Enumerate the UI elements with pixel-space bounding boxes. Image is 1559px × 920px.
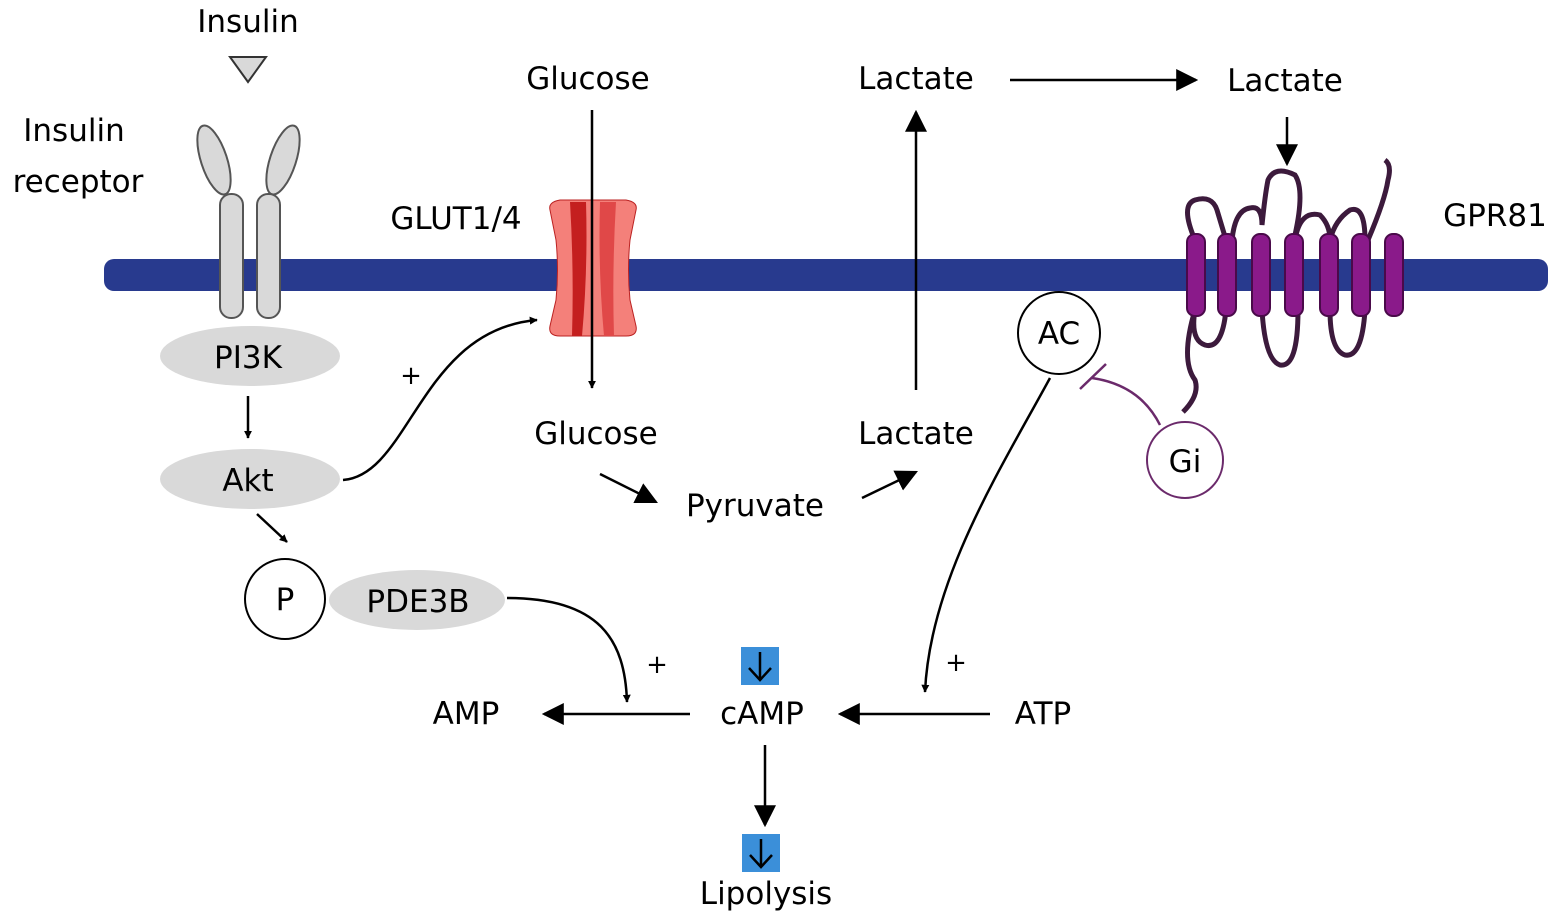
camp-decrease-down-arrow-icon: [741, 647, 779, 685]
plus-akt-glut: +: [400, 361, 422, 391]
pi3k-label: PI3K: [214, 340, 283, 376]
phosphate-node: [244, 558, 326, 640]
inhibition-bar-icon: [1079, 363, 1107, 390]
pde3b-node: [329, 570, 505, 630]
gi-label: Gi: [1169, 444, 1202, 480]
insulin-receptor-label-line2: receptor: [13, 164, 144, 200]
arrow-akt-to-pde3b: [256, 513, 288, 543]
arrow-akt-to-glut: [342, 316, 538, 482]
lactate-ligand-label: Lactate: [1227, 63, 1343, 99]
atp-label: ATP: [1015, 696, 1071, 732]
glucose-intracellular-label: Glucose: [534, 416, 658, 452]
akt-label: Akt: [222, 463, 273, 499]
gi-protein-node: [1146, 421, 1224, 499]
pde3b-label: PDE3B: [366, 584, 469, 620]
lipolysis-decrease-down-arrow-icon: [742, 834, 780, 872]
plus-pde3b: +: [646, 650, 668, 680]
gpr81-receptor-icon: [1181, 157, 1404, 414]
lactate-intracellular-label: Lactate: [858, 416, 974, 452]
lactate-extracellular-label: Lactate: [858, 61, 974, 97]
inhibition-gi-to-ac: [1091, 376, 1162, 426]
arrow-pde3b-to-camp-conversion: [506, 596, 631, 703]
camp-label: cAMP: [720, 696, 804, 732]
amp-label: AMP: [433, 696, 500, 732]
phosphate-label: P: [276, 582, 295, 618]
arrow-pyruvate-to-lactate: [861, 470, 918, 500]
insulin-receptor-label-line1: Insulin: [23, 113, 124, 149]
lipolysis-label: Lipolysis: [700, 876, 832, 912]
glut-label: GLUT1/4: [390, 201, 521, 237]
insulin-label: Insulin: [197, 4, 298, 40]
pi3k-node: [160, 326, 340, 386]
insulin-receptor-icon: [196, 124, 301, 319]
insulin-ligand-icon: [228, 56, 268, 84]
gpr81-label: GPR81: [1443, 198, 1547, 234]
arrow-glucose-to-pyruvate: [599, 472, 658, 504]
adenylyl-cyclase-node: [1017, 291, 1101, 375]
glucose-extracellular-label: Glucose: [526, 61, 650, 97]
akt-node: [160, 449, 340, 509]
plus-ac: +: [945, 648, 967, 678]
ac-label: AC: [1038, 316, 1080, 352]
pyruvate-label: Pyruvate: [686, 488, 824, 524]
arrow-ac-to-atp-conversion: [921, 377, 1052, 693]
